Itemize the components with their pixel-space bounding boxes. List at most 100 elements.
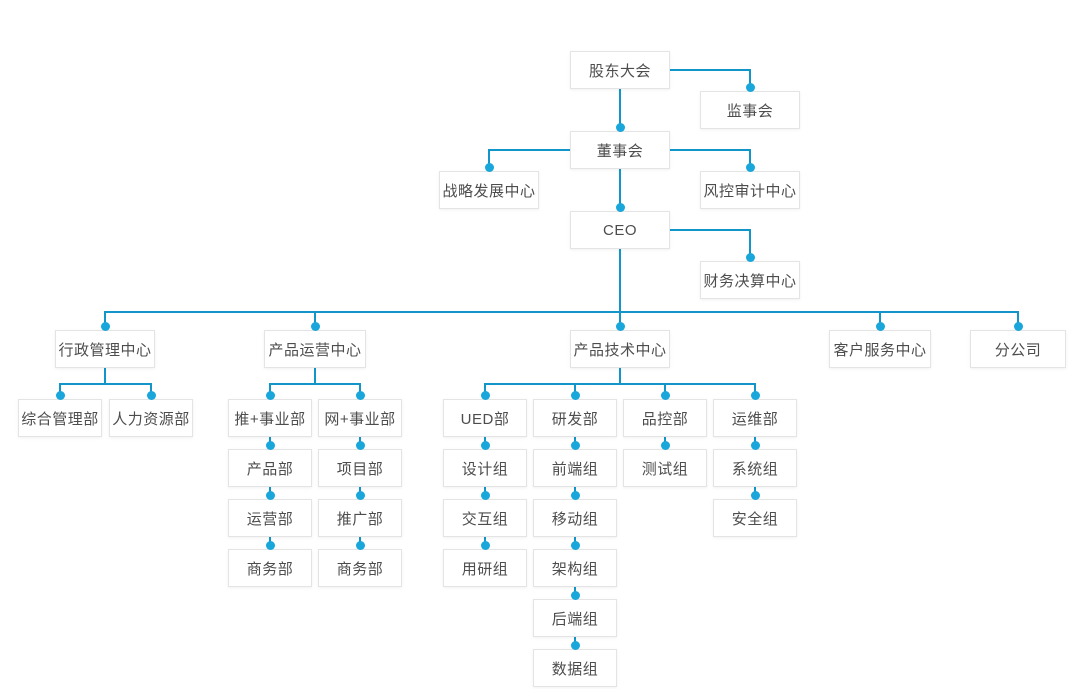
connector-dot <box>570 490 580 500</box>
org-node-renli: 人力资源部 <box>109 399 193 437</box>
org-node-xitong: 系统组 <box>713 449 797 487</box>
connector-dot <box>355 490 365 500</box>
org-node-yidong: 移动组 <box>533 499 617 537</box>
org-node-yunyingbu: 运营部 <box>228 499 312 537</box>
connector-dot <box>355 390 365 400</box>
connector-dot <box>355 540 365 550</box>
connector-line <box>619 368 621 384</box>
org-node-ued: UED部 <box>443 399 527 437</box>
connector-dot <box>745 252 755 262</box>
org-node-jiaohu: 交互组 <box>443 499 527 537</box>
org-node-caiwu: 财务决算中心 <box>700 261 800 299</box>
connector-line <box>314 312 316 326</box>
org-node-gudong: 股东大会 <box>570 51 670 89</box>
org-node-yunwei: 运维部 <box>713 399 797 437</box>
org-node-shangwubu1: 商务部 <box>228 549 312 587</box>
connector-dot <box>100 321 110 331</box>
org-node-anquan: 安全组 <box>713 499 797 537</box>
connector-dot <box>146 390 156 400</box>
connector-dot <box>660 440 670 450</box>
connector-dot <box>55 390 65 400</box>
connector-line <box>488 149 571 151</box>
connector-line <box>269 384 271 395</box>
org-node-dongshi: 董事会 <box>570 131 670 169</box>
connector-dot <box>615 122 625 132</box>
connector-dot <box>570 590 580 600</box>
org-node-zonghe: 综合管理部 <box>18 399 102 437</box>
connector-line <box>619 249 621 312</box>
connector-line <box>574 384 576 395</box>
org-node-fengongsi: 分公司 <box>970 330 1066 368</box>
connector-line <box>484 384 486 395</box>
org-node-kefu: 客户服务中心 <box>829 330 931 368</box>
connector-line <box>749 150 751 167</box>
org-node-yanfa: 研发部 <box>533 399 617 437</box>
connector-line <box>150 384 152 395</box>
connector-dot <box>750 490 760 500</box>
connector-dot <box>570 390 580 400</box>
org-node-yongyan: 用研组 <box>443 549 527 587</box>
connector-line <box>104 311 1019 313</box>
org-node-fengkong: 风控审计中心 <box>700 171 800 209</box>
connector-line <box>664 384 666 395</box>
connector-dot <box>570 440 580 450</box>
org-node-pinkong: 品控部 <box>623 399 707 437</box>
connector-line <box>314 368 316 384</box>
connector-line <box>619 89 621 127</box>
connector-dot <box>745 162 755 172</box>
connector-dot <box>745 82 755 92</box>
connector-dot <box>265 540 275 550</box>
connector-dot <box>310 321 320 331</box>
connector-line <box>488 150 490 167</box>
org-node-ceo: CEO <box>570 211 670 249</box>
connector-line <box>669 229 751 231</box>
connector-dot <box>265 440 275 450</box>
connector-line <box>619 312 621 326</box>
org-node-wang: 网+事业部 <box>318 399 402 437</box>
connector-dot <box>265 390 275 400</box>
org-node-shangwubu2: 商务部 <box>318 549 402 587</box>
org-node-xingzheng: 行政管理中心 <box>55 330 155 368</box>
org-node-zhanlue: 战略发展中心 <box>439 171 539 209</box>
connector-dot <box>875 321 885 331</box>
connector-dot <box>615 321 625 331</box>
connector-line <box>749 70 751 87</box>
connector-dot <box>1013 321 1023 331</box>
connector-dot <box>660 390 670 400</box>
connector-dot <box>480 440 490 450</box>
connector-dot <box>355 440 365 450</box>
org-node-houduan: 后端组 <box>533 599 617 637</box>
connector-line <box>879 312 881 326</box>
org-node-ceshi: 测试组 <box>623 449 707 487</box>
connector-line <box>59 383 152 385</box>
connector-dot <box>265 490 275 500</box>
org-node-sheji: 设计组 <box>443 449 527 487</box>
connector-dot <box>480 490 490 500</box>
connector-dot <box>570 640 580 650</box>
connector-line <box>669 149 751 151</box>
connector-line <box>754 384 756 395</box>
org-node-xiangmubu: 项目部 <box>318 449 402 487</box>
connector-line <box>484 383 756 385</box>
org-node-chanpinbu: 产品部 <box>228 449 312 487</box>
org-node-yunying: 产品运营中心 <box>264 330 366 368</box>
org-node-tui: 推+事业部 <box>228 399 312 437</box>
connector-line <box>359 384 361 395</box>
connector-dot <box>570 540 580 550</box>
connector-line <box>269 383 361 385</box>
connector-dot <box>480 540 490 550</box>
connector-dot <box>750 440 760 450</box>
org-node-jishu: 产品技术中心 <box>570 330 670 368</box>
connector-line <box>749 230 751 257</box>
connector-line <box>104 368 106 384</box>
connector-line <box>619 169 621 207</box>
connector-line <box>1017 312 1019 326</box>
org-node-jianshi: 监事会 <box>700 91 800 129</box>
connector-line <box>59 384 61 395</box>
connector-dot <box>484 162 494 172</box>
connector-dot <box>480 390 490 400</box>
org-node-shuju: 数据组 <box>533 649 617 687</box>
org-node-jiagou: 架构组 <box>533 549 617 587</box>
connector-dot <box>750 390 760 400</box>
